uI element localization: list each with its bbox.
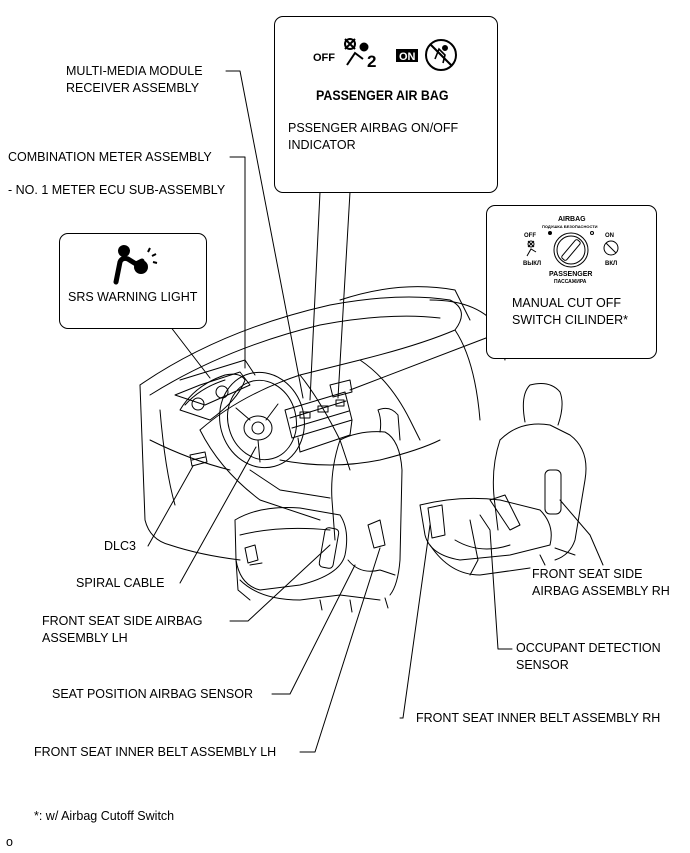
label-dlc3: DLC3 (104, 539, 136, 553)
seat-belt-prohibited-icon (425, 39, 457, 71)
manual-cutoff-switch-callout: AIRBAG ПОДУШКА БЕЗОПАСНОСТИ OFF ON ВЫКЛ … (486, 205, 657, 359)
manual-cutoff-switch-label-line2: SWITCH CILINDER* (512, 313, 628, 327)
passenger-airbag-indicator-label: PSSENGER AIRBAG ON/OFF INDICATOR (288, 120, 458, 154)
indicator-badge-2: 2 (367, 52, 376, 71)
corner-mark: o (6, 835, 13, 849)
switch-off-label: OFF (524, 233, 536, 239)
occupant-off-icon (344, 38, 369, 66)
dashboard-drawing (139, 286, 506, 561)
srs-airbag-icon (113, 245, 158, 285)
airbag-cutoff-switch-face: AIRBAG ПОДУШКА БЕЗОПАСНОСТИ OFF ON ВЫКЛ … (523, 216, 619, 285)
leader-lines (147, 70, 604, 753)
label-front-seat-inner-belt-rh: FRONT SEAT INNER BELT ASSEMBLY RH (416, 711, 661, 725)
indicator-on-badge (396, 49, 418, 62)
passenger-airbag-panel-title: PASSENGER AIR BAG (316, 88, 449, 103)
label-multimedia-receiver-line2: RECEIVER ASSEMBLY (66, 81, 200, 95)
manual-cutoff-switch-label: MANUAL CUT OFF SWITCH CILINDER* (512, 295, 628, 329)
passenger-airbag-indicator-label-line2: INDICATOR (288, 138, 356, 152)
label-seat-position-sensor: SEAT POSITION AIRBAG SENSOR (52, 687, 253, 701)
label-occupant-detection-sensor-line1: OCCUPANT DETECTION (516, 641, 661, 655)
label-front-seat-side-airbag-rh-line1: FRONT SEAT SIDE (532, 567, 643, 581)
right-front-seat-drawing (419, 383, 587, 576)
switch-key-cylinder (553, 232, 589, 268)
label-front-seat-side-airbag-lh: FRONT SEAT SIDE AIRBAG ASSEMBLY LH (42, 613, 202, 647)
label-combination-meter: COMBINATION METER ASSEMBLY (8, 150, 212, 164)
passenger-airbag-indicator-label-line1: PSSENGER AIRBAG ON/OFF (288, 121, 459, 135)
indicator-on-label: ON (399, 51, 416, 63)
passenger-airbag-indicator-callout: OFF 2 ON PASSENGER AIR BAG PSSENGER AIRB… (274, 16, 498, 193)
manual-cutoff-switch-label-line1: MANUAL CUT OFF (512, 296, 622, 310)
label-multimedia-receiver: MULTI-MEDIA MODULE RECEIVER ASSEMBLY (66, 63, 203, 97)
label-occupant-detection-sensor: OCCUPANT DETECTION SENSOR (516, 640, 661, 674)
switch-passenger-label: PASSENGER (549, 271, 592, 278)
label-multimedia-receiver-line1: MULTI-MEDIA MODULE (66, 64, 203, 78)
switch-off-ru-label: ВЫКЛ (523, 261, 541, 267)
switch-passenger-sublabel: ПАССАЖИРА (554, 279, 587, 285)
label-spiral-cable: SPIRAL CABLE (76, 576, 165, 590)
switch-airbag-sublabel: ПОДУШКА БЕЗОПАСНОСТИ (542, 224, 598, 229)
label-meter-ecu: - NO. 1 METER ECU SUB-ASSEMBLY (8, 183, 226, 197)
label-front-seat-side-airbag-lh-line2: ASSEMBLY LH (42, 631, 128, 645)
label-front-seat-side-airbag-rh-line2: AIRBAG ASSEMBLY RH (532, 584, 670, 598)
switch-on-label: ON (605, 233, 614, 239)
footnote: *: w/ Airbag Cutoff Switch (34, 809, 175, 823)
passenger-airbag-indicator-panel: OFF 2 ON (313, 38, 457, 71)
switch-airbag-label: AIRBAG (558, 216, 586, 223)
switch-off-occupant-icon (526, 240, 537, 257)
label-front-seat-inner-belt-lh: FRONT SEAT INNER BELT ASSEMBLY LH (34, 745, 277, 759)
srs-warning-light-label: SRS WARNING LIGHT (68, 290, 198, 304)
left-front-seat-drawing (234, 407, 403, 613)
label-occupant-detection-sensor-line2: SENSOR (516, 658, 569, 672)
switch-on-ru-label: ВКЛ (605, 261, 617, 267)
label-front-seat-side-airbag-lh-line1: FRONT SEAT SIDE AIRBAG (42, 614, 203, 628)
switch-on-prohibited-icon (603, 240, 619, 256)
label-front-seat-side-airbag-rh: FRONT SEAT SIDE AIRBAG ASSEMBLY RH (532, 566, 670, 600)
srs-warning-light-callout: SRS WARNING LIGHT (59, 233, 207, 329)
indicator-off-label: OFF (313, 52, 335, 64)
